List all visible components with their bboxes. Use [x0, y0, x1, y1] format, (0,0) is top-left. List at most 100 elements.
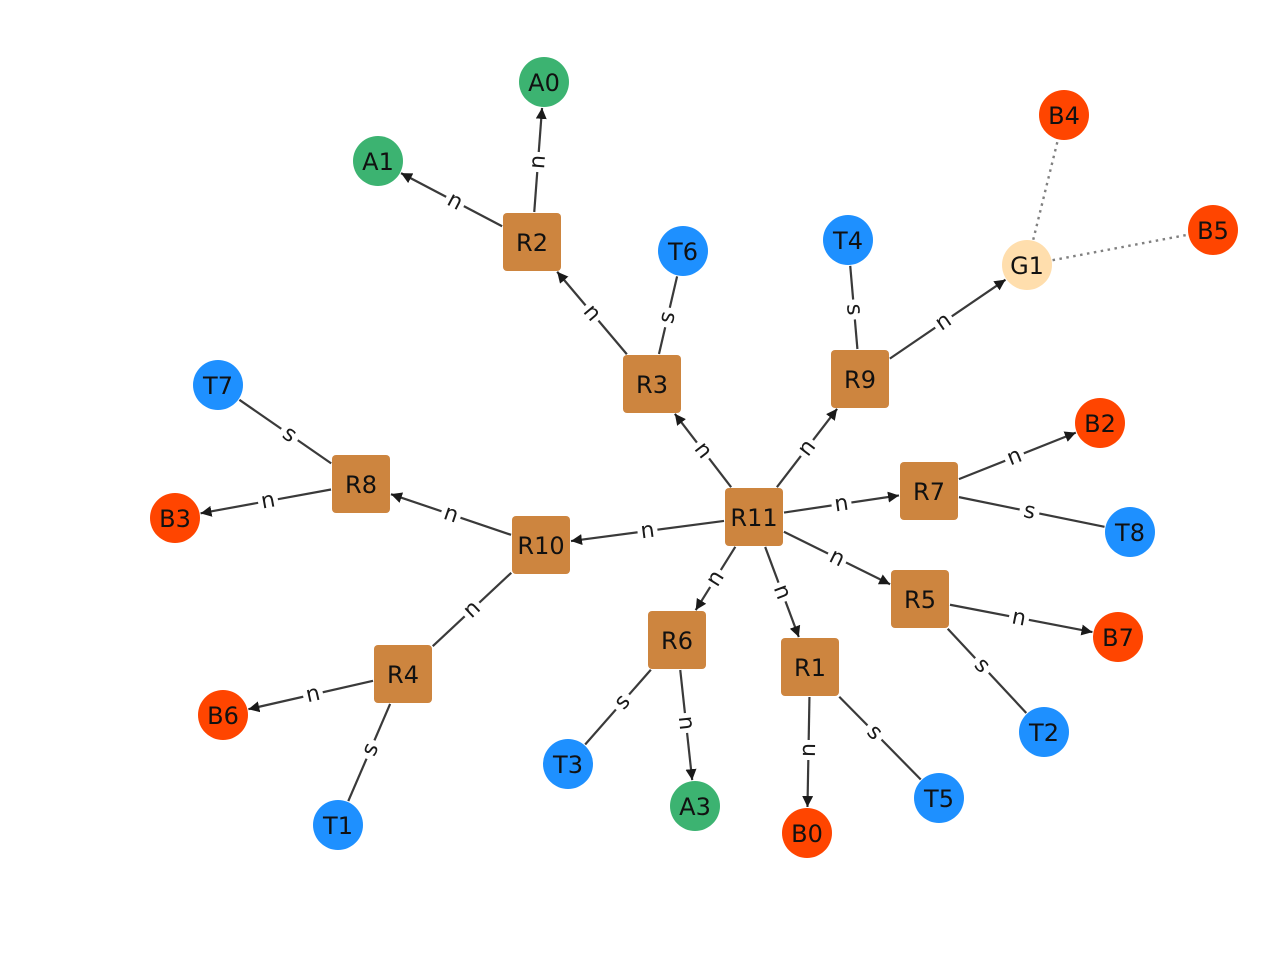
- edge-label-background: [1006, 604, 1032, 632]
- edge-label-group-R11-R1: n: [767, 578, 797, 606]
- edge-label-group-R2-A1: n: [440, 186, 470, 217]
- edge-label-group-R11-R6: n: [700, 563, 731, 594]
- node-label-A0: A0: [528, 69, 560, 97]
- blocker-node-shape: [782, 808, 832, 858]
- node-label-A1: A1: [362, 148, 394, 176]
- node-T6: T6: [658, 226, 708, 276]
- node-label-R2: R2: [516, 229, 548, 257]
- node-A1: A1: [353, 136, 403, 186]
- edge-label-background: [576, 297, 608, 329]
- node-R4: R4: [374, 645, 432, 703]
- edge-label-group-R4-B6: n: [300, 680, 326, 709]
- edge-label-background: [767, 578, 797, 606]
- edge-label-group-R3-T6: s: [653, 305, 682, 330]
- node-label-R7: R7: [913, 478, 945, 506]
- node-R2: R2: [503, 213, 561, 271]
- edge-label-background: [796, 739, 821, 761]
- room-node-shape: [900, 462, 958, 520]
- node-R7: R7: [900, 462, 958, 520]
- node-R8: R8: [332, 455, 390, 513]
- node-label-A3: A3: [679, 793, 711, 821]
- edge-label-background: [829, 490, 854, 518]
- target-node-shape: [313, 800, 363, 850]
- node-label-R6: R6: [661, 627, 693, 655]
- node-B2: B2: [1075, 398, 1125, 448]
- target-node-shape: [823, 215, 873, 265]
- edge-label-background: [525, 151, 551, 173]
- node-R9: R9: [831, 350, 889, 408]
- edge-label-background: [1017, 497, 1042, 526]
- room-node-shape: [725, 488, 783, 546]
- edge-label-background: [653, 305, 682, 330]
- edge-label-background: [437, 499, 465, 530]
- edge-label-background: [300, 680, 326, 709]
- edge-G1-B4: [1032, 139, 1059, 241]
- edge-label-group-R8-B3: n: [256, 487, 280, 515]
- edge-label-group-R7-B2: n: [1000, 442, 1029, 472]
- node-B3: B3: [150, 493, 200, 543]
- edge-label-background: [440, 186, 470, 217]
- agent-node-shape: [353, 136, 403, 186]
- edge-label-background: [636, 517, 659, 545]
- edge-label-group-R9-G1: n: [928, 306, 959, 338]
- node-label-B7: B7: [1102, 624, 1134, 652]
- edge-label-group-R6-A3: n: [673, 711, 699, 735]
- target-node-shape: [914, 773, 964, 823]
- blocker-node-shape: [1039, 90, 1089, 140]
- node-label-B3: B3: [159, 505, 191, 533]
- node-label-R3: R3: [636, 371, 668, 399]
- node-T3: T3: [543, 739, 593, 789]
- room-node-shape: [623, 355, 681, 413]
- node-T1: T1: [313, 800, 363, 850]
- edge-label-group-R10-R8: n: [437, 499, 465, 530]
- node-label-T6: T6: [667, 238, 698, 266]
- target-node-shape: [543, 739, 593, 789]
- node-label-B2: B2: [1084, 410, 1116, 438]
- edge-label-group-R11-R9: n: [791, 432, 823, 464]
- node-label-G1: G1: [1010, 252, 1044, 280]
- edge-label-R2-A0: n: [525, 154, 551, 170]
- edge-label-background: [456, 593, 488, 626]
- room-node-shape: [512, 516, 570, 574]
- node-label-T5: T5: [923, 785, 954, 813]
- blocker-node-shape: [150, 493, 200, 543]
- agent-node-shape: [670, 781, 720, 831]
- edge-label-group-R6-T3: s: [606, 686, 639, 718]
- target-node-shape: [1019, 707, 1069, 757]
- node-R11: R11: [725, 488, 783, 546]
- agent-node-shape: [519, 57, 569, 107]
- node-R1: R1: [781, 638, 839, 696]
- node-label-R1: R1: [794, 654, 826, 682]
- room-node-shape: [374, 645, 432, 703]
- node-label-B4: B4: [1048, 102, 1080, 130]
- edge-label-background: [606, 686, 639, 718]
- node-label-T7: T7: [202, 372, 233, 400]
- room-node-shape: [831, 350, 889, 408]
- edge-label-group-R11-R10: n: [636, 517, 659, 545]
- edge-label-R8-B3: n: [259, 487, 277, 514]
- node-A3: A3: [670, 781, 720, 831]
- edge-label-background: [274, 418, 305, 451]
- node-label-B6: B6: [207, 702, 239, 730]
- edge-label-R11-R7: n: [833, 491, 850, 518]
- node-B0: B0: [782, 808, 832, 858]
- edge-label-group-R8-T7: s: [274, 418, 305, 451]
- node-label-T8: T8: [1114, 519, 1145, 547]
- edge-label-background: [256, 487, 280, 515]
- node-B5: B5: [1188, 205, 1238, 255]
- node-T4: T4: [823, 215, 873, 265]
- node-R3: R3: [623, 355, 681, 413]
- edge-label-background: [928, 306, 959, 338]
- node-G1: G1: [1002, 240, 1052, 290]
- node-B4: B4: [1039, 90, 1089, 140]
- goal-node-shape: [1002, 240, 1052, 290]
- edge-label-R1-B0: n: [796, 743, 821, 757]
- edge-label-group-R7-T8: s: [1017, 497, 1042, 526]
- node-B6: B6: [198, 690, 248, 740]
- node-T8: T8: [1105, 507, 1155, 557]
- edge-label-R9-T4: s: [841, 303, 867, 317]
- node-A0: A0: [519, 57, 569, 107]
- blocker-node-shape: [198, 690, 248, 740]
- edge-label-background: [858, 716, 891, 749]
